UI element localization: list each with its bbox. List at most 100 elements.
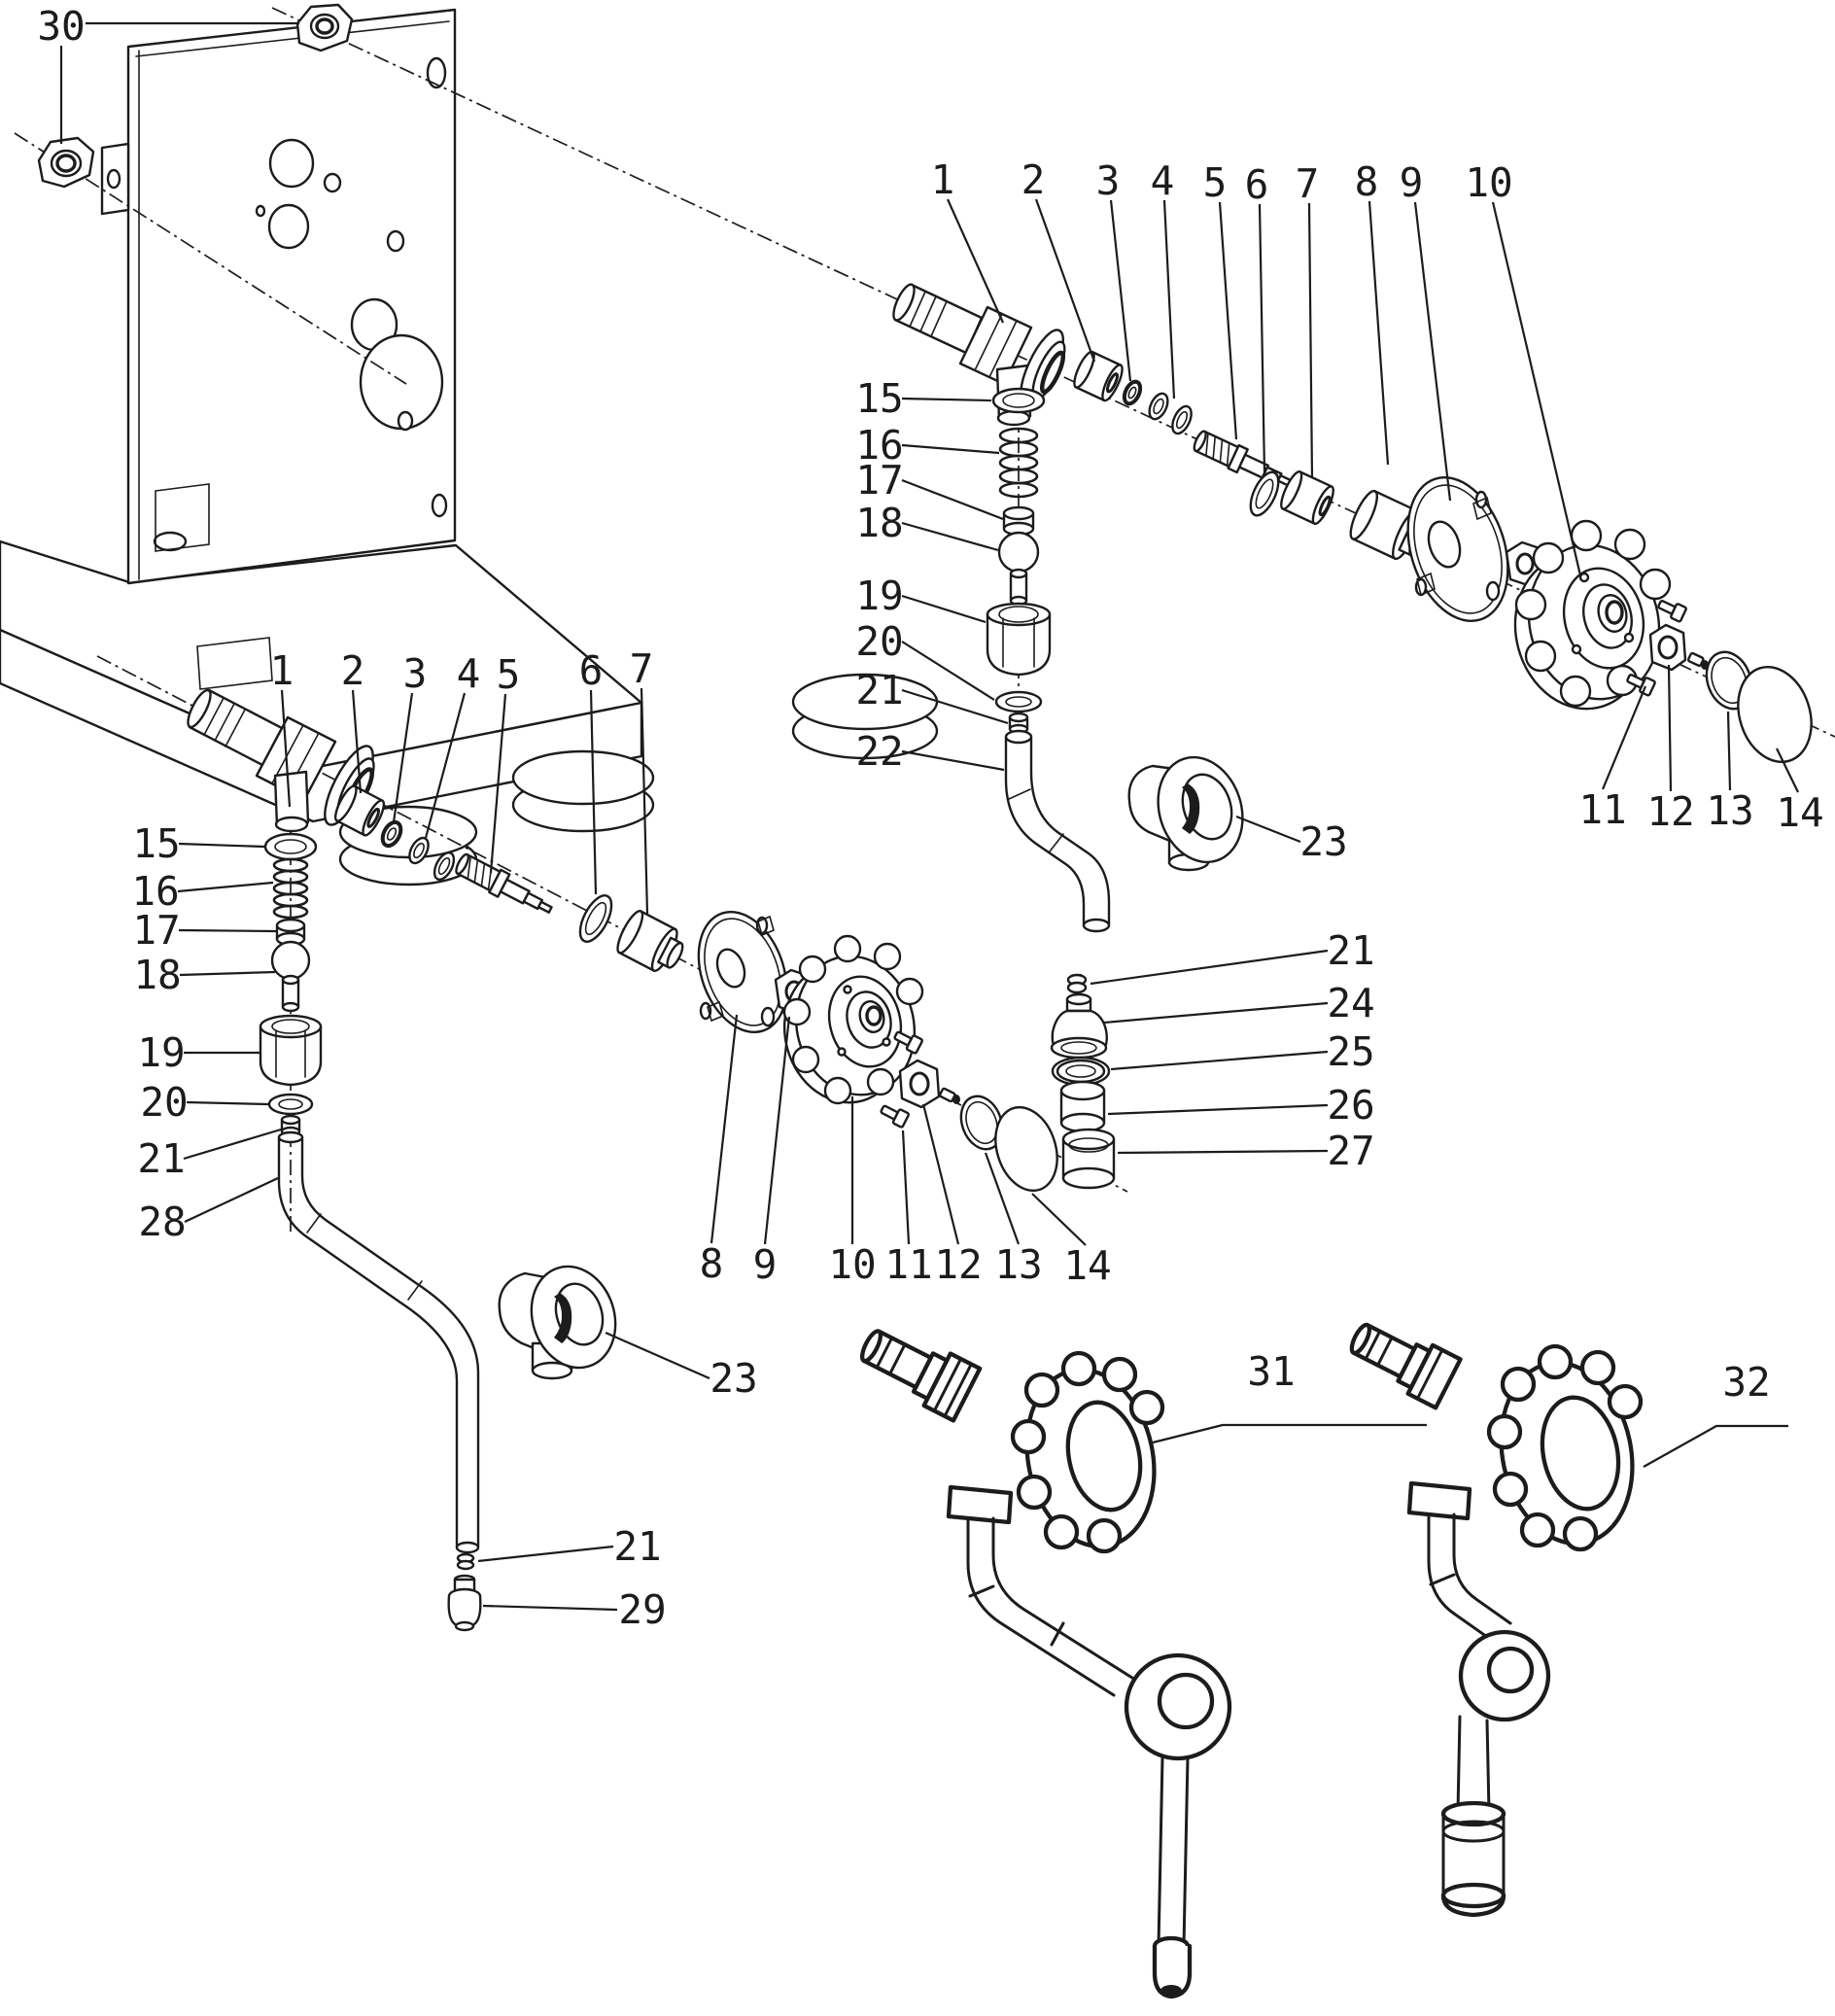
callout-number: 1 <box>931 156 955 203</box>
callout-number: 21 <box>137 1135 185 1182</box>
callout-number: 16 <box>131 868 179 915</box>
callout-right-col-24: 24 <box>1103 980 1375 1026</box>
callout-leader <box>489 693 507 874</box>
washer-20 <box>267 1093 314 1116</box>
callout-left-8: 8 <box>700 1014 739 1287</box>
callout-left-4: 4 <box>424 650 480 839</box>
swivel-elbow <box>1458 1629 1551 1722</box>
hex-nut-12 <box>898 1059 941 1109</box>
callout-number: 15 <box>855 375 903 422</box>
cap-nut <box>259 1014 323 1087</box>
callout-number: 10 <box>1465 159 1512 206</box>
callout-left-col-17: 17 <box>132 907 277 954</box>
callout-leader <box>946 198 1005 324</box>
small-ring <box>380 819 403 849</box>
callout-top-right-4: 4 <box>1151 157 1176 400</box>
callout-left-col-19: 19 <box>137 1029 260 1076</box>
callout-number: 22 <box>855 728 903 775</box>
callout-leader <box>901 397 992 402</box>
callout-left-col-20: 20 <box>140 1079 269 1126</box>
callout-top-right-13: 13 <box>1706 711 1754 834</box>
callout-leader <box>901 641 995 701</box>
callout-right-23: 23 <box>1235 815 1348 865</box>
callout-number: 20 <box>140 1079 188 1126</box>
callout-number: 10 <box>828 1241 876 1288</box>
callout-number: 8 <box>700 1240 724 1287</box>
callout-leader <box>183 1128 282 1161</box>
callout-number: 18 <box>133 952 181 998</box>
callout-number: 7 <box>630 645 654 692</box>
callout-number: 6 <box>1245 161 1269 208</box>
valve-body <box>187 688 375 833</box>
callout-number: 17 <box>132 907 180 954</box>
callout-number: 28 <box>138 1199 186 1245</box>
callout-leader <box>1107 1103 1329 1116</box>
valve-ball <box>270 940 311 1013</box>
mounting-nut-top <box>295 3 354 52</box>
callout-left-col-15: 15 <box>132 820 265 867</box>
callout-number: 32 <box>1722 1359 1770 1406</box>
callout-left-28: 28 <box>138 1177 279 1245</box>
callout-number: 14 <box>1063 1242 1111 1289</box>
o-ring-15 <box>263 832 318 861</box>
callout-leader <box>1103 1001 1329 1025</box>
washer <box>1148 392 1169 421</box>
fitting-21 <box>1008 712 1029 735</box>
hex-nut-12 <box>1648 623 1687 672</box>
callout-leader <box>178 928 277 933</box>
callout-number: 14 <box>1776 789 1823 836</box>
callout-left-10: 10 <box>828 1096 877 1288</box>
callout-leader <box>901 749 1005 772</box>
callout-leader <box>1031 1193 1087 1246</box>
callout-leader <box>1152 1423 1427 1444</box>
callout-left-2: 2 <box>341 647 365 794</box>
nozzle-29 <box>447 1574 482 1632</box>
callout-right-col-21b: 21 <box>1090 927 1375 986</box>
callout-left-23: 23 <box>605 1331 758 1402</box>
callout-leader <box>1090 949 1329 986</box>
callout-number: 12 <box>1646 788 1694 835</box>
callout-number: 3 <box>403 650 428 697</box>
callout-number: 8 <box>1355 158 1379 205</box>
callout-left-9: 9 <box>753 1016 791 1288</box>
callout-top-right-2: 2 <box>1021 156 1096 363</box>
curved-tube-28 <box>277 1130 480 1554</box>
callout-left-6: 6 <box>579 647 603 895</box>
callout-top-right-6: 6 <box>1245 161 1269 473</box>
callout-number: 30 <box>37 3 85 50</box>
callout-leader <box>477 1545 614 1563</box>
callout-leader <box>1776 747 1799 793</box>
callout-number: 15 <box>132 820 180 867</box>
disc-plate <box>1406 476 1509 622</box>
callout-number: 5 <box>497 651 521 698</box>
callout-number: 21 <box>613 1523 661 1570</box>
pin <box>1687 651 1709 670</box>
callout-number: 2 <box>341 647 365 694</box>
o-ring <box>1249 470 1280 517</box>
assembly-31 <box>860 1329 1232 1999</box>
callout-number: 29 <box>618 1586 666 1633</box>
spring <box>998 427 1039 499</box>
cap-nut <box>986 602 1052 677</box>
callout-number: 19 <box>137 1029 185 1076</box>
callout-leader <box>1307 202 1314 479</box>
axis-top-assembly <box>271 7 1835 738</box>
ring-21b <box>1066 973 1088 994</box>
callout-leader <box>640 687 649 915</box>
callout-left-col-18: 18 <box>133 952 276 998</box>
callout-number: 23 <box>710 1355 757 1402</box>
callout-leader <box>921 1103 960 1245</box>
callout-right-col-15: 15 <box>855 375 992 422</box>
callout-right-col-18: 18 <box>855 500 999 552</box>
callout-leader <box>1643 1424 1788 1468</box>
pin <box>938 1087 960 1104</box>
callout-top-right-12: 12 <box>1646 664 1695 835</box>
callout-leader <box>1667 664 1673 792</box>
callout-leader <box>351 689 363 794</box>
gland-sleeve <box>616 910 684 972</box>
callout-number: 18 <box>855 500 903 546</box>
callout-number: 31 <box>1247 1348 1295 1395</box>
callout-leader <box>1110 1050 1329 1071</box>
